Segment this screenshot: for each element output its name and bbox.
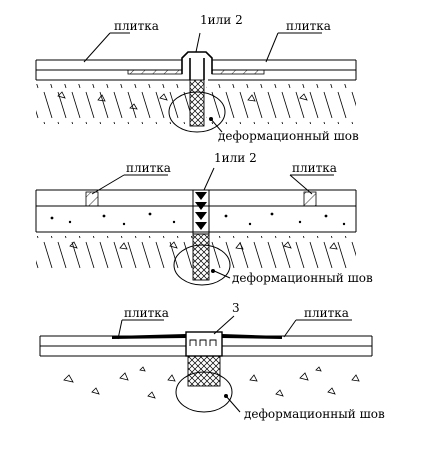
- profile-label: 3: [232, 301, 240, 315]
- joint-label: деформационный шов: [218, 129, 359, 143]
- aggregate-marks: [63, 366, 360, 399]
- panel-2: плитка плитка 1или 2 деформационный шов: [35, 151, 373, 286]
- screed-dots: [50, 212, 346, 226]
- tile-right-label: плитка: [304, 306, 349, 320]
- profile-label: 1или 2: [200, 13, 243, 27]
- tile-left-label: плитка: [114, 19, 159, 33]
- joint-label: деформационный шов: [244, 407, 385, 421]
- joint-label: деформационный шов: [232, 271, 373, 285]
- panel-3: плитка плитка 3 деформационный шов: [39, 301, 385, 421]
- profile-label: 1или 2: [214, 151, 257, 165]
- aggregate-marks: [57, 91, 308, 110]
- panel-1: плитка плитка 1или 2 деформационный шов: [35, 13, 359, 143]
- tile-left-label: плитка: [124, 306, 169, 320]
- tile-right-label: плитка: [286, 19, 331, 33]
- tile-right-label: плитка: [292, 161, 337, 175]
- tile-left-label: плитка: [126, 161, 171, 175]
